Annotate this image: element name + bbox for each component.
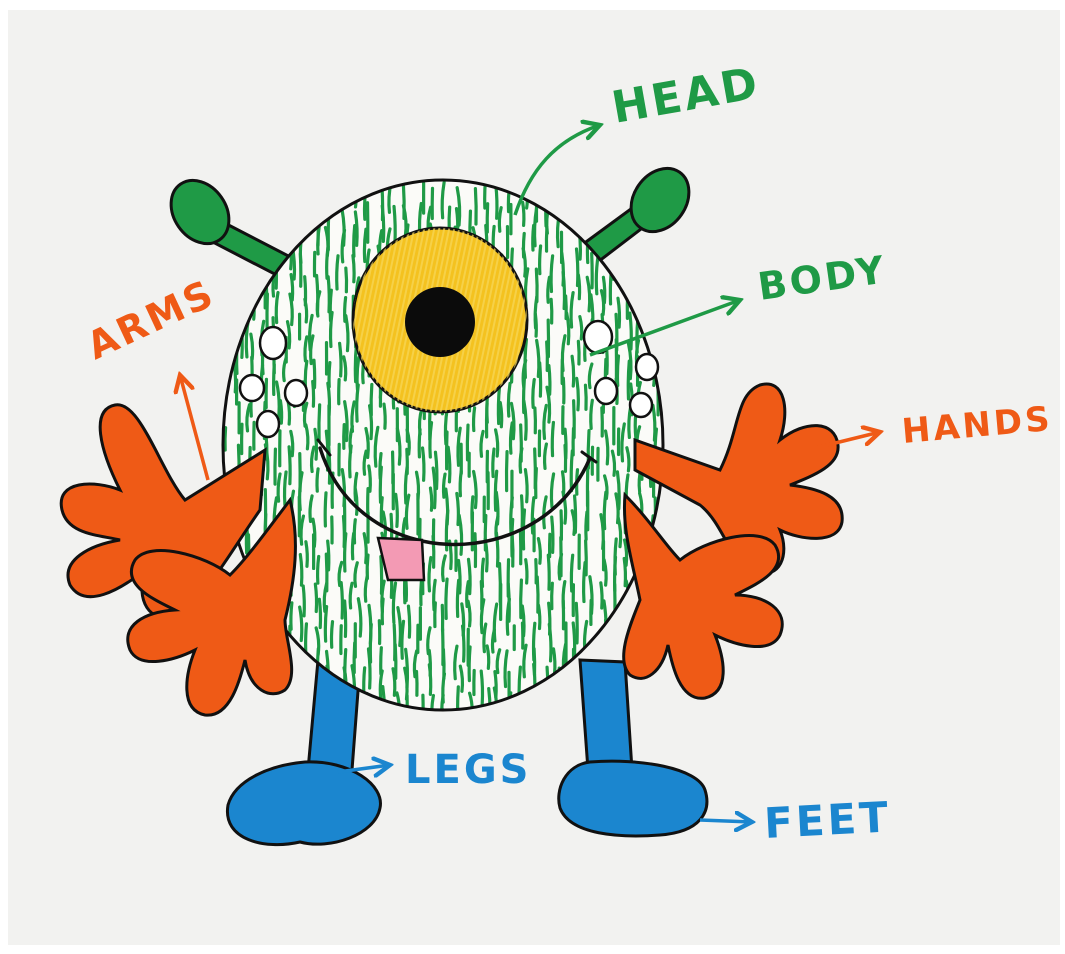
label-feet: FEET <box>763 792 892 848</box>
foot-right <box>559 761 707 836</box>
label-legs: LEGS <box>405 747 531 793</box>
leg-right <box>580 660 632 770</box>
feet-arrow <box>700 820 752 822</box>
